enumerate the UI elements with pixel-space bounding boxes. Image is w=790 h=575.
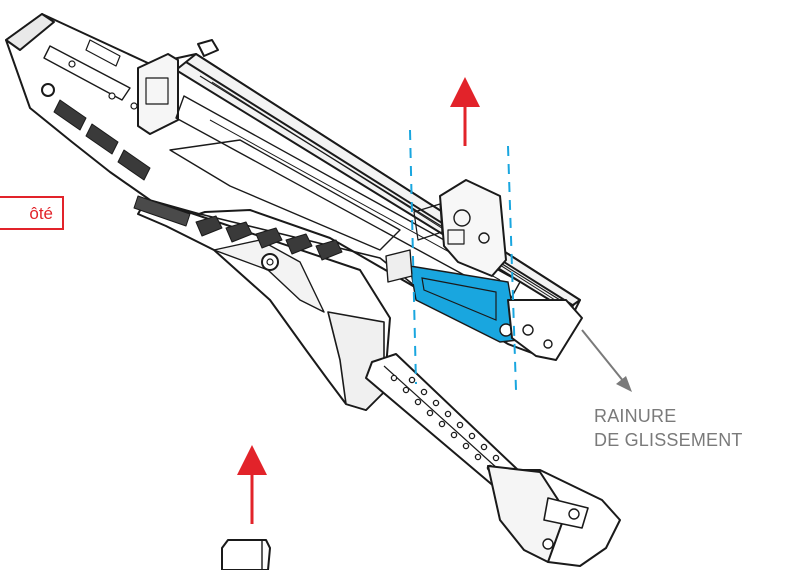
groove-callout-line1: RAINURE — [594, 406, 677, 426]
upward-arrows — [237, 77, 480, 524]
grip-handle — [53, 99, 391, 411]
stirrup-arm — [365, 353, 621, 567]
side-label-box: ôté — [0, 196, 64, 230]
stirrup-foot — [487, 465, 589, 563]
slide-groove-highlight — [409, 265, 519, 343]
small-cap-part — [221, 539, 271, 571]
groove-pointer — [581, 329, 632, 392]
front-cap — [507, 299, 583, 361]
groove-callout: RAINURE DE GLISSEMENT — [594, 404, 743, 452]
front-riser-block — [385, 179, 507, 283]
side-label: ôté — [29, 203, 53, 223]
stirrup-holes — [390, 374, 500, 472]
guide-lines — [409, 129, 517, 391]
groove-callout-line2: DE GLISSEMENT — [594, 430, 743, 450]
